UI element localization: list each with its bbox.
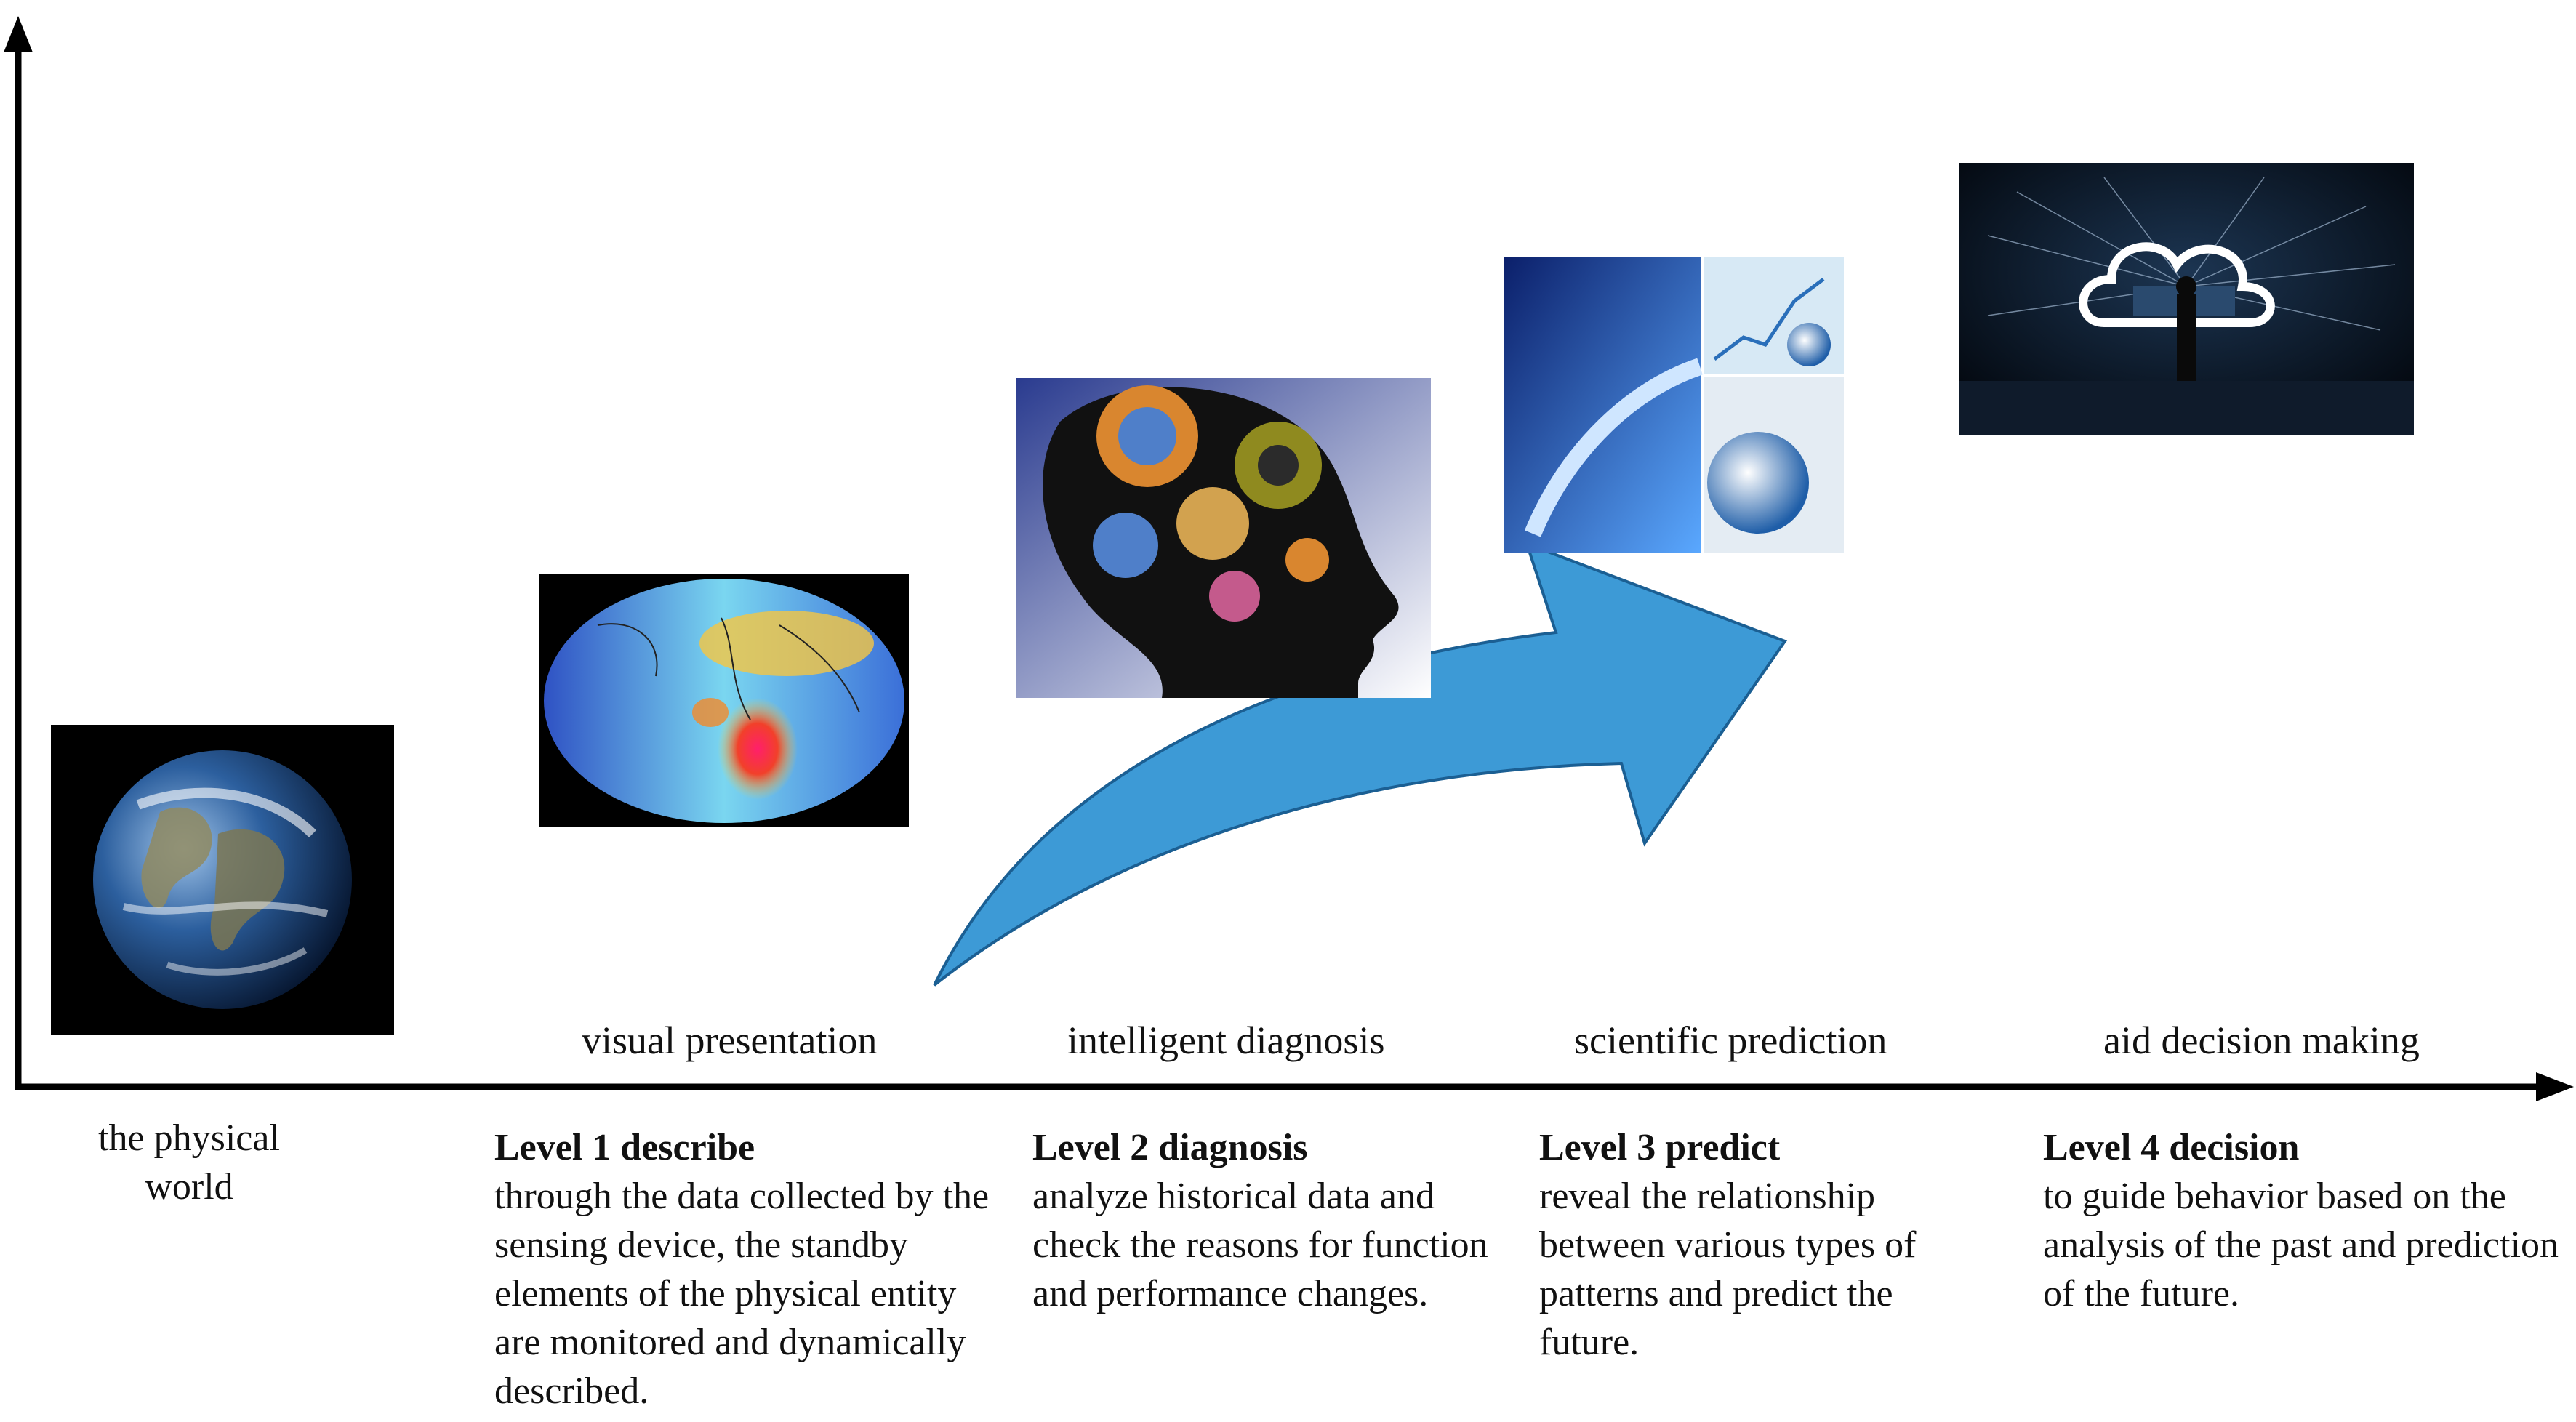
level-4-description: to guide behavior based on the analysis …	[2043, 1176, 2559, 1314]
level-4-title: Level 4 decision	[2043, 1127, 2300, 1168]
x-axis-arrowhead	[2536, 1072, 2574, 1101]
level-2-description: analyze historical data and check the re…	[1032, 1176, 1488, 1314]
prediction-collage-image	[1504, 257, 1844, 553]
gear-head-image	[1016, 378, 1431, 698]
earth-image	[51, 725, 394, 1035]
origin-label: the physical world	[98, 1117, 280, 1208]
stage-label-scientific: scientific prediction	[1574, 1019, 1887, 1062]
y-axis-arrowhead	[4, 16, 33, 52]
level-2-block: Level 2 diagnosis analyze historical dat…	[1032, 1123, 1498, 1318]
level-1-title: Level 1 describe	[494, 1127, 755, 1168]
stage-label-decision: aid decision making	[2103, 1019, 2420, 1062]
level-1-block: Level 1 describe through the data collec…	[494, 1123, 1003, 1415]
cloud-network-image	[1959, 163, 2414, 435]
world-heatmap-image	[539, 574, 909, 827]
stage-label-visual: visual presentation	[582, 1019, 878, 1062]
level-1-description: through the data collected by the sensin…	[494, 1176, 990, 1412]
progress-arrow	[933, 541, 1788, 987]
level-3-description: reveal the relationship between various …	[1539, 1176, 1917, 1363]
stage-label-intelligent: intelligent diagnosis	[1067, 1019, 1385, 1062]
level-3-title: Level 3 predict	[1539, 1127, 1781, 1168]
level-2-title: Level 2 diagnosis	[1032, 1127, 1308, 1168]
level-3-block: Level 3 predict reveal the relationship …	[1539, 1123, 1990, 1367]
level-4-block: Level 4 decision to guide behavior based…	[2043, 1123, 2567, 1318]
